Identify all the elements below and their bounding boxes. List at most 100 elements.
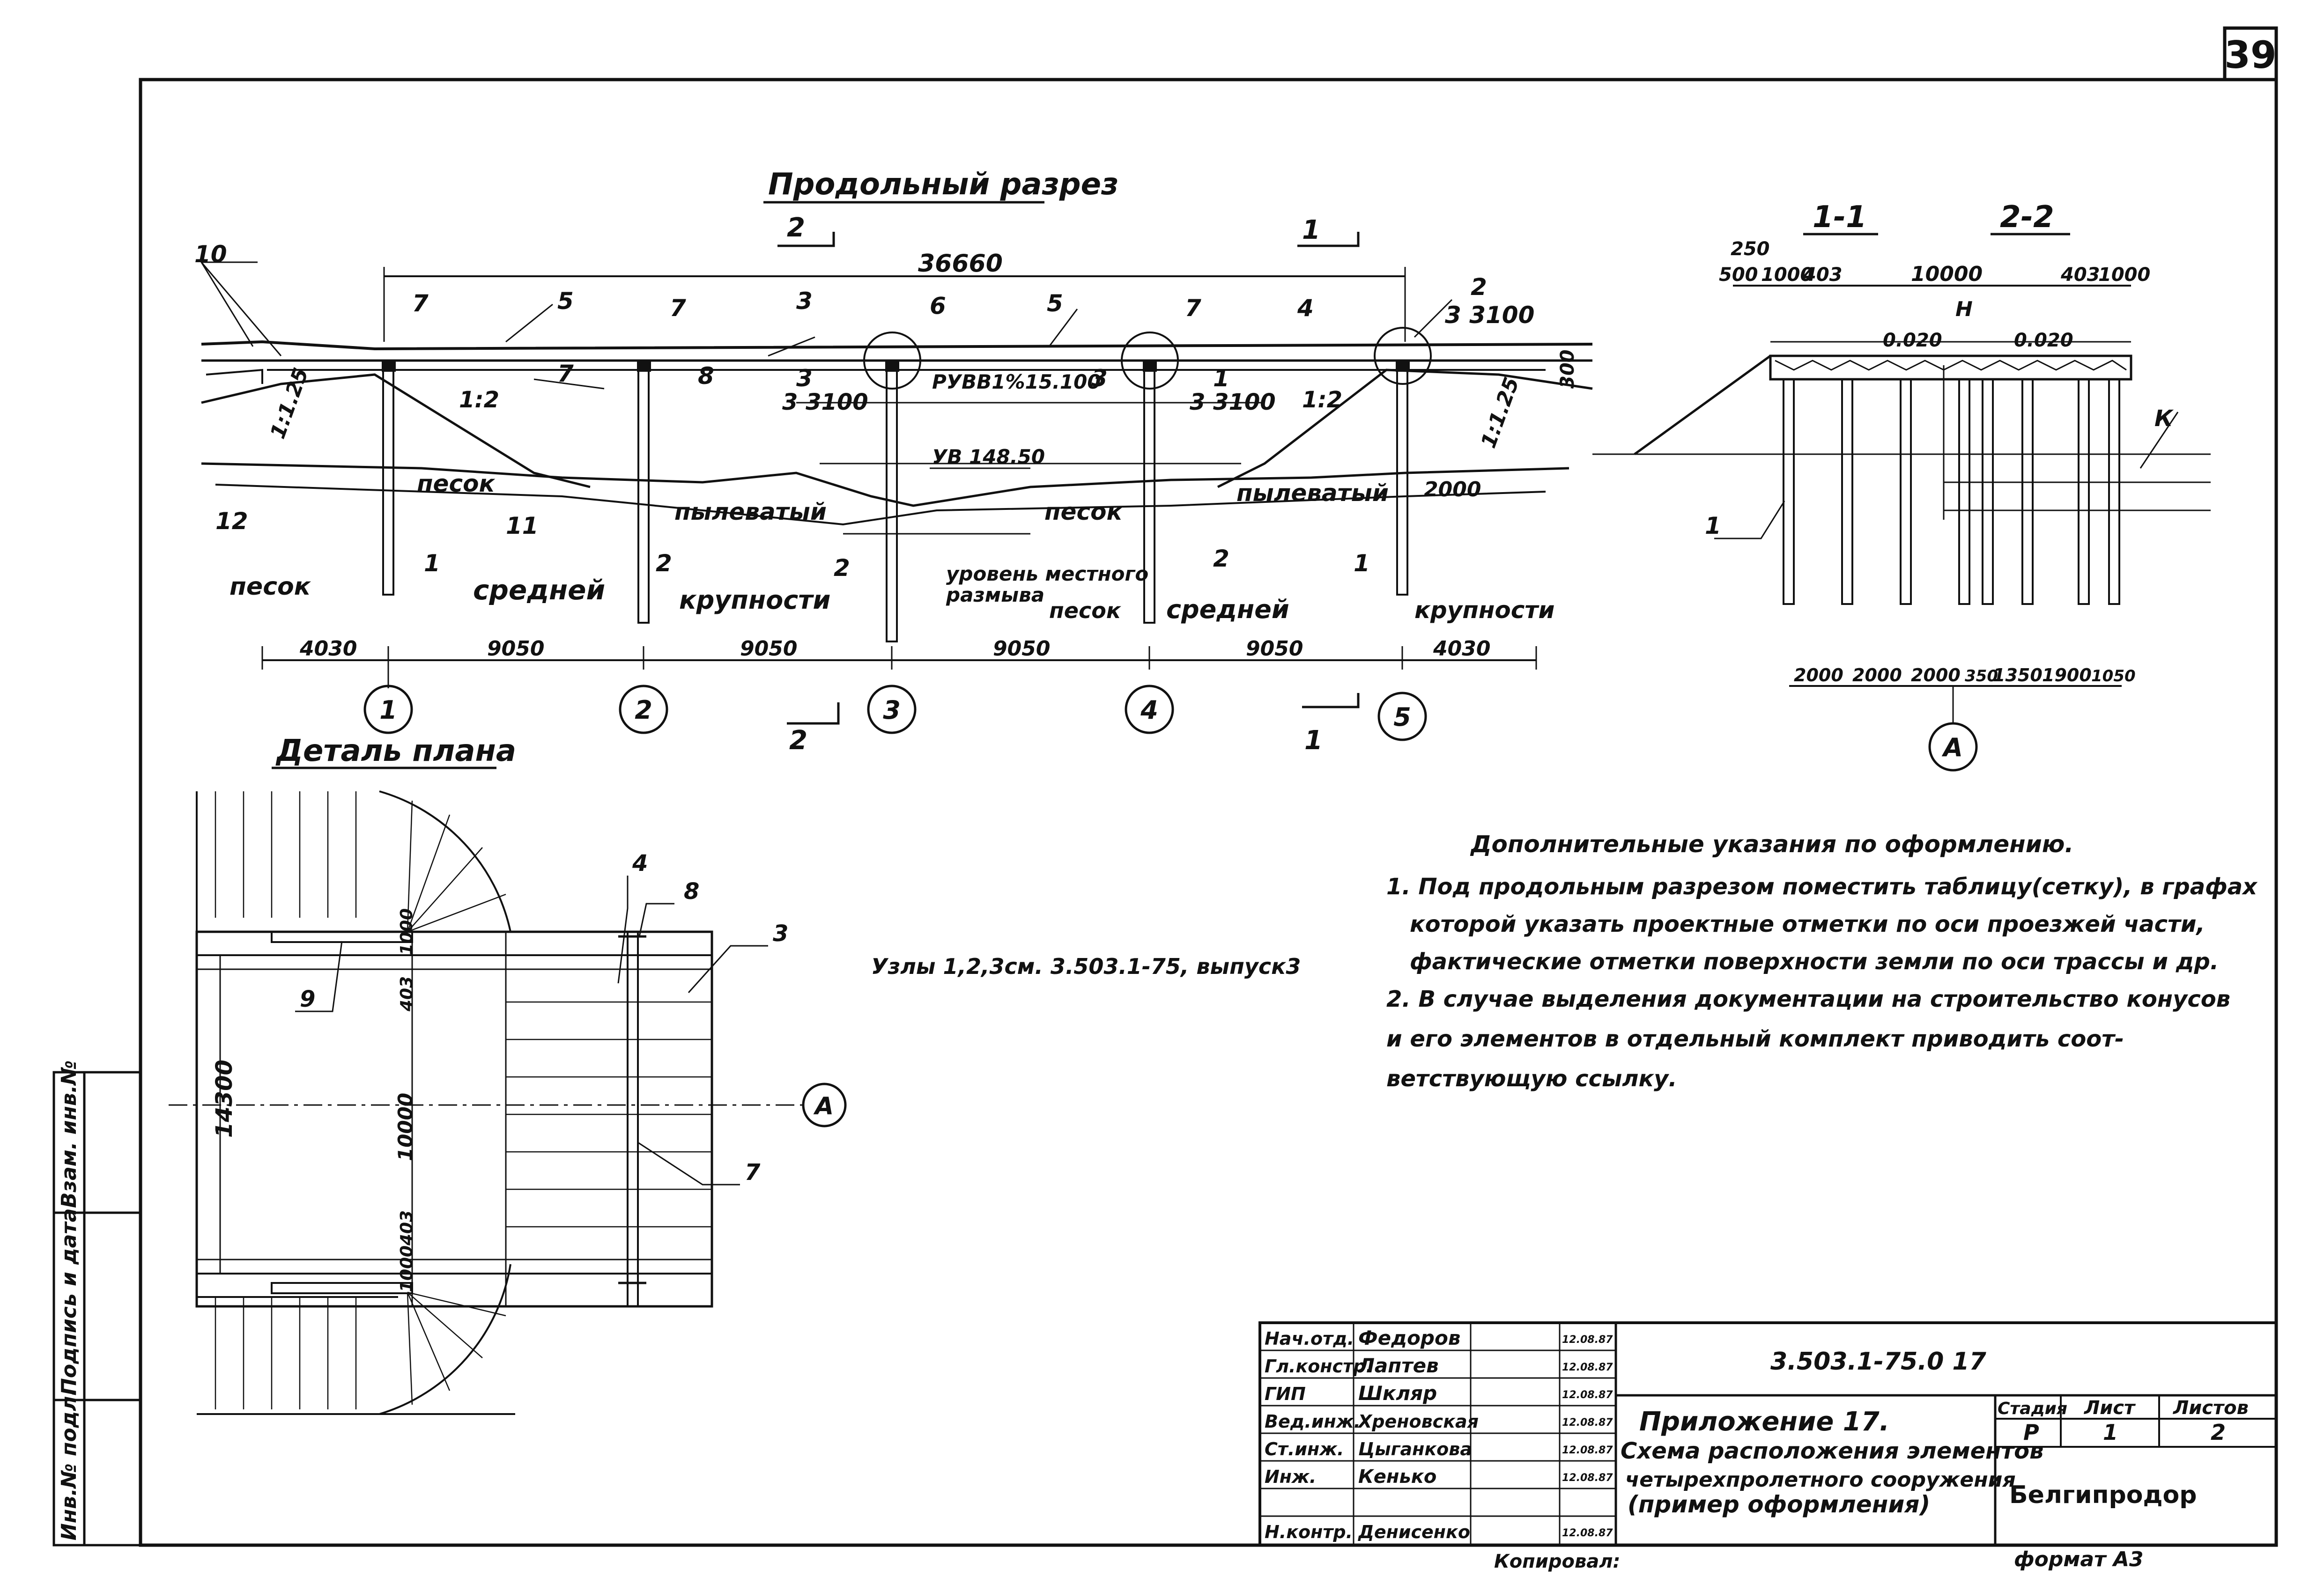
slope-125-right: 1:1.25 [1476,374,1524,451]
stamp-sign: Подпись и дата [57,1208,81,1395]
signer-name-5: Цыганкова [1358,1439,1472,1459]
soil-pylevaty-left: пылеватый [674,498,827,525]
label-rubb: РУВВ1%15.100 [932,370,1101,393]
cross-axis-a: А [1941,733,1963,762]
soil-pesok-left: песок [417,470,495,497]
signer-role-3: ГИП [1265,1384,1306,1404]
page-number: 39 [2224,33,2276,77]
soil-krupnosti-left: крупности [679,585,830,615]
cross-callout-1: 1 [1705,512,1721,539]
side-stamp: Инв.№ подл. Подпись и дата Взам. инв.№ [52,1060,142,1547]
signer-date-5: 12.08.87 [1562,1444,1613,1456]
axis-5: 5 [1393,702,1411,732]
pile-2 [637,361,651,624]
callout-1-pile: 1 [424,550,440,577]
section-mark-1-bottom: 1 [1304,725,1323,756]
stage-header: Стадия [1998,1399,2067,1418]
cross-bdim-7: 1050 [2091,667,2136,685]
signer-date-8: 12.08.87 [1562,1527,1613,1539]
callout-12: 12 [215,508,248,535]
signer-date-6: 12.08.87 [1562,1472,1613,1484]
signer-date-3: 12.08.87 [1562,1389,1613,1401]
soil-pylevaty-right: пылеватый [1236,479,1389,507]
stamp-replace: Взам. инв.№ [57,1060,81,1208]
section-mark-2-top: 2 [787,213,805,243]
title-block: Нач.отд. Федоров 12.08.87 Гл.констр. Лап… [1258,1321,2278,1547]
signer-role-2: Гл.констр. [1265,1356,1373,1377]
callout-6: 6 [930,292,946,319]
callout-1-top: 1 [1213,365,1229,392]
cross-bdim-4: 350 [1965,667,1998,685]
sheet-frame [139,78,2278,1547]
signer-name-6: Кенько [1358,1466,1436,1488]
cross-label-k: К [2154,405,2174,432]
notes-line-4: 2. В случае выделения документации на ст… [1386,986,2230,1012]
callout-2-top: 2 [1471,273,1487,301]
callout-7b: 7 [670,295,686,322]
soil-pesok-far-left: песок [229,573,311,601]
cross-dim-10000: 10000 [1911,262,1983,286]
cross-title-11: 1-1 [1813,200,1867,235]
callout-2-pile: 2 [656,550,672,577]
label-ub: УВ 148.50 [932,445,1045,468]
desc-line-2: Схема расположения элементов [1621,1438,2044,1464]
callout-8: 8 [698,362,714,390]
plan-detail: Деталь плана [169,734,1301,1415]
pile-4 [1143,361,1157,624]
callout-7a: 7 [412,290,429,317]
desc-line-3: четырехпролетного сооружения [1625,1468,2016,1492]
axis-4: 4 [1140,695,1158,725]
notes: Дополнительные указания по оформлению. 1… [1386,831,2258,1092]
soil-razmyva: размыва [946,583,1044,606]
plan-dim-14300: 14300 [211,1060,237,1138]
signer-name-4: Хреновская [1357,1411,1479,1432]
cross-slope-right: 0.020 [2014,330,2073,351]
plan-callout-4: 4 [632,850,648,877]
cross-dim-1000b: 1000 [2098,264,2150,286]
callout-3b: 3 [796,365,813,392]
label-33100-r2: 3 3100 [1190,389,1276,415]
plan-callout-7: 7 [745,1159,761,1186]
callout-2-pile-b: 2 [834,554,850,582]
cross-bdim-3: 2000 [1911,665,1961,685]
span-1: 4030 [299,637,357,661]
span-5: 9050 [1246,637,1303,661]
sheets-header: Листов [2173,1397,2249,1419]
cross-dim-403b: 403 [2060,264,2100,286]
cross-slope-left: 0.020 [1883,330,1942,351]
longitudinal-title: Продольный разрез [768,167,1118,202]
stage-value: Р [2023,1420,2039,1445]
format-label: формат А3 [2014,1548,2144,1571]
cross-label-h: Н [1955,297,1973,321]
axis-1: 1 [379,695,397,725]
span-6: 4030 [1433,637,1490,661]
callout-4: 4 [1297,295,1314,322]
cross-bdim-5: 1350 [1993,665,2043,685]
signer-role-8: Н.контр. [1265,1522,1353,1542]
plan-vdim-10000: 10000 [394,1093,417,1161]
notes-line-3: фактические отметки поверхности земли по… [1410,949,2219,975]
signer-date-2: 12.08.87 [1562,1362,1613,1373]
signer-role-4: Вед.инж. [1265,1411,1361,1432]
plan-axis-a: А [813,1092,834,1120]
callout-1-pile-right: 1 [1354,550,1370,577]
desc-line-1: Приложение 17. [1639,1407,1889,1437]
signer-date-4: 12.08.87 [1562,1417,1613,1429]
notes-title: Дополнительные указания по оформлению. [1470,831,2073,858]
notes-line-1: 1. Под продольным разрезом поместить таб… [1386,874,2258,900]
callout-3c: 3 [1091,365,1108,392]
stamp-inv: Инв.№ подл. [57,1388,81,1540]
pile-1 [382,361,396,596]
callout-5b: 5 [1047,290,1063,317]
soil-krupnosti-right: крупности [1414,597,1554,624]
slope-12-left: 1:2 [459,387,499,413]
plan-callout-3: 3 [773,921,788,947]
cross-bdim-2: 2000 [1852,665,1902,685]
organization: Белгипродор [2009,1481,2197,1509]
axis-2: 2 [635,695,652,725]
label-33100-right: 3 3100 [1445,302,1534,329]
label-300: 300 [1557,350,1578,389]
sheet-value: 1 [2103,1420,2118,1445]
soil-srednei-left: средней [473,574,605,606]
